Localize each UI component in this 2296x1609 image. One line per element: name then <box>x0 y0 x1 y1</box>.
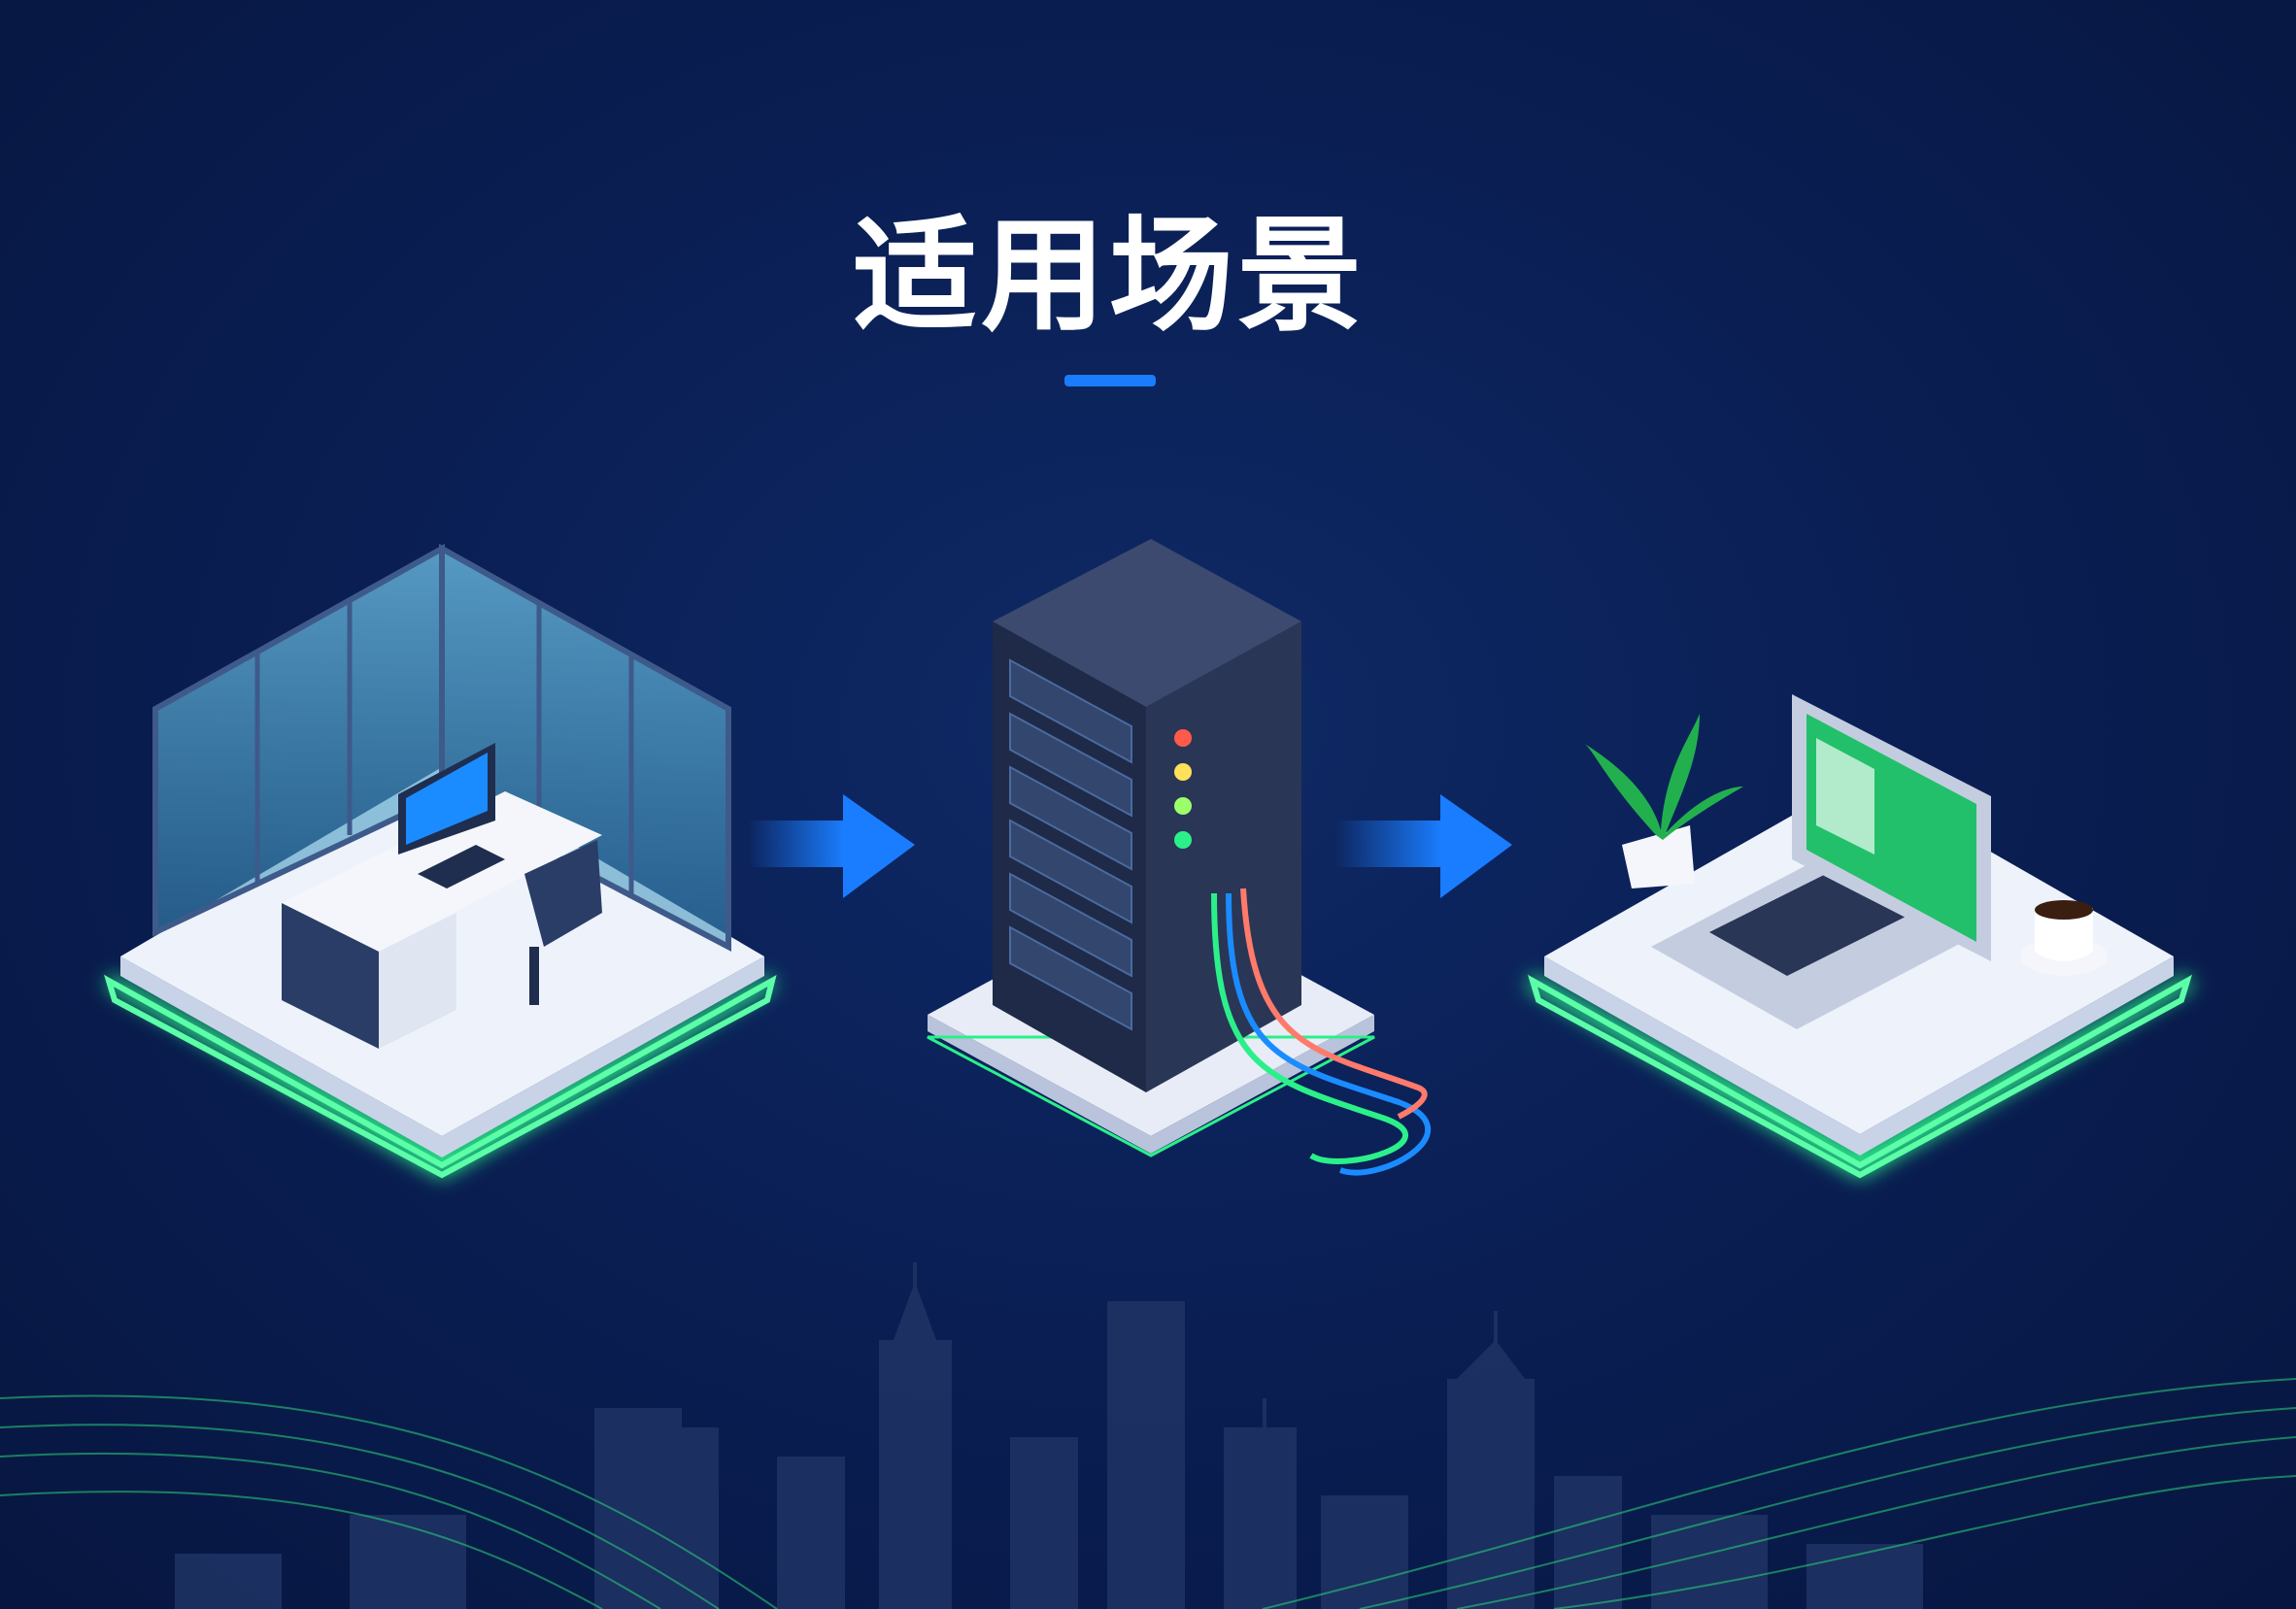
home-laptop-icon <box>1526 694 2194 1179</box>
office-room-icon <box>104 543 777 1179</box>
page-title: 适用场景 <box>852 204 1366 349</box>
title-underline <box>1064 375 1156 386</box>
arrow-right-icon <box>1335 794 1512 898</box>
server-rack-icon <box>927 539 1431 1176</box>
city-skyline <box>175 1262 1923 1609</box>
wave-lines <box>0 1378 2296 1609</box>
arrow-right-icon <box>748 794 915 898</box>
